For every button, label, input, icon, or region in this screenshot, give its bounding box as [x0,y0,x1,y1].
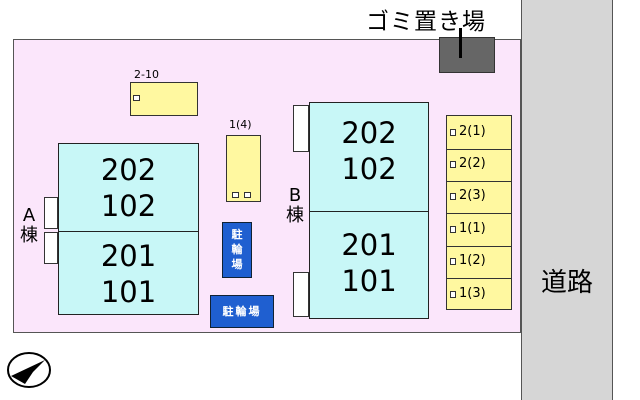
parking-stall-1-3[interactable]: 1(3) [447,278,511,311]
parking-stalls: 2(1) 2(2) 2(3) 1(1) 1(2) 1(3) [446,115,512,310]
unit-a-202[interactable]: 202 [100,153,157,187]
building-b-label: B 棟 [286,185,304,226]
parking-marker [232,192,239,198]
parking-marker [450,193,456,200]
building-a-divider [59,231,198,232]
parking-marker [244,192,251,198]
unit-b-201[interactable]: 201 [341,228,397,262]
parking-stall-label: 2(1) [459,124,486,139]
parking-stall-2-2[interactable]: 2(2) [447,148,511,182]
unit-a-102[interactable]: 102 [100,189,157,223]
parking-marker [450,258,456,265]
road [521,0,613,400]
parking-marker [450,226,456,233]
building-a-label: A 棟 [20,205,38,246]
parking-2-10[interactable] [130,82,198,116]
parking-marker [133,95,140,101]
bike-parking-vertical[interactable]: 駐 輪 場 [222,222,252,278]
parking-stall-label: 1(2) [459,253,486,268]
road-label: 道路 [540,268,593,298]
parking-stall-label: 1(1) [459,221,486,236]
parking-1-4[interactable] [226,135,261,202]
parking-stall-label: 1(3) [459,286,486,301]
building-b[interactable]: 202 102 201 101 [309,102,429,319]
unit-b-101[interactable]: 101 [341,264,397,298]
unit-a-201[interactable]: 201 [100,239,157,273]
parking-stall-1-1[interactable]: 1(1) [447,213,511,247]
parking-marker [450,129,456,136]
garbage-area[interactable] [439,37,495,73]
parking-marker [450,161,456,168]
bike-parking-horizontal[interactable]: 駐輪場 [210,295,274,328]
parking-stall-2-3[interactable]: 2(3) [447,180,511,214]
parking-1-4-label: 1(4) [229,118,252,131]
unit-b-202[interactable]: 202 [341,116,397,150]
building-a-entrance-lower [44,232,58,264]
building-b-entrance-lower [293,272,309,317]
building-a[interactable]: 202 102 201 101 [58,143,199,315]
unit-a-101[interactable]: 101 [100,275,157,309]
parking-stall-2-1[interactable]: 2(1) [447,116,511,150]
parking-stall-label: 2(2) [459,156,486,171]
unit-b-102[interactable]: 102 [341,152,397,186]
garbage-area-label: ゴミ置き場 [366,9,486,35]
north-arrow-icon [7,352,51,388]
building-b-entrance-upper [293,105,309,152]
building-b-divider [310,211,428,212]
parking-marker [450,291,456,298]
building-a-entrance-upper [44,197,58,229]
parking-2-10-label: 2-10 [134,68,159,81]
parking-stall-label: 2(3) [459,188,486,203]
parking-stall-1-2[interactable]: 1(2) [447,245,511,279]
garbage-area-marker [459,28,462,58]
